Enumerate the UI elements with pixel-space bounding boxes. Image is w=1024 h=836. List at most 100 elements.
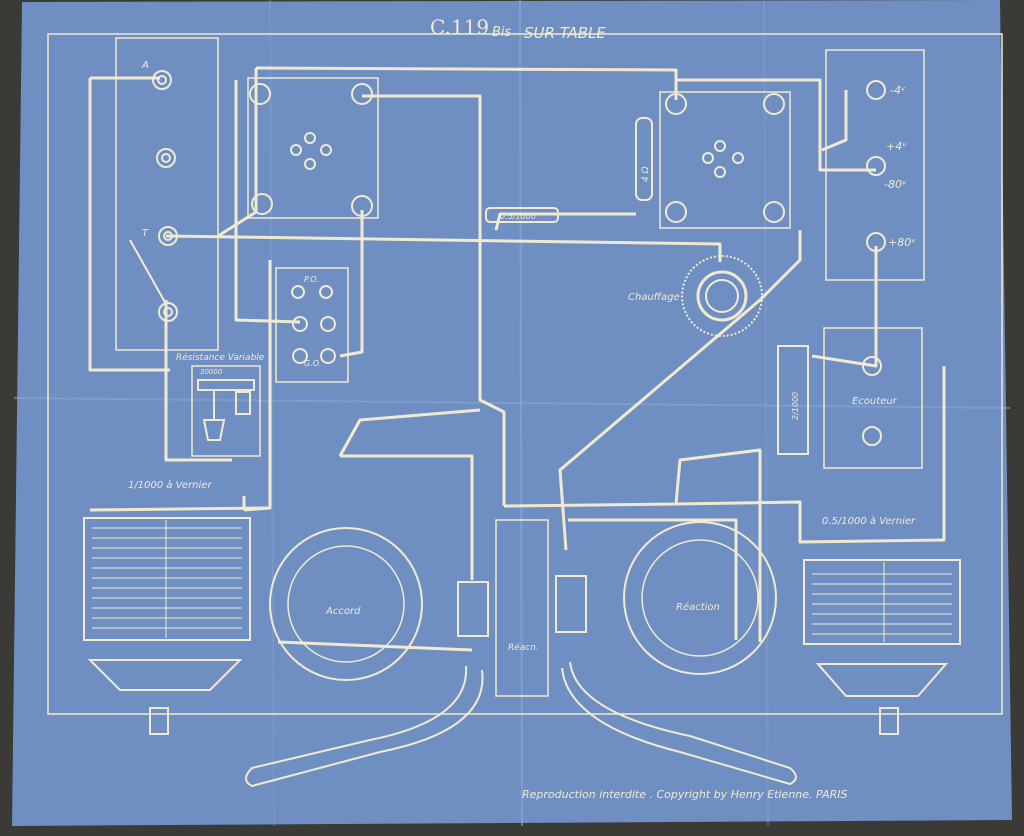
po-terminal-2 [319, 285, 333, 299]
label-po: P.O. [304, 275, 319, 284]
label-cond-small: 2/1000 [791, 392, 800, 420]
wire-accord [340, 454, 474, 580]
chauffage-rheostat [681, 255, 763, 337]
socket-pin-2 [763, 93, 785, 115]
condenser-2-1000 [777, 345, 809, 455]
wire-resistance [164, 300, 232, 462]
mid-condenser [485, 207, 559, 223]
socket-pin-4 [763, 201, 785, 223]
left-condenser-body [83, 517, 251, 641]
tube-socket-board-left [247, 77, 379, 219]
left-variable-condenser [83, 517, 251, 735]
fold-crease-left [269, 0, 275, 827]
resistance-knob[interactable] [202, 419, 226, 441]
socket-hole-2 [702, 152, 714, 164]
wire-top [255, 66, 678, 100]
rheostat-center [705, 279, 739, 313]
socket-hole-3 [320, 144, 332, 156]
terminal-bottom-core [163, 307, 173, 317]
wire-right-top [676, 78, 876, 172]
terminal-plus80[interactable] [866, 232, 886, 252]
socket-pin-1 [665, 93, 687, 115]
wire-center-down [362, 94, 506, 506]
label-plus4: +4ᵛ [886, 140, 907, 153]
accord-coil-outer [269, 527, 423, 681]
ecouteur-terminals [862, 356, 882, 446]
socket-hole-4 [304, 158, 316, 170]
wire-coil-bottom [277, 640, 473, 652]
label-cap-left: 1/1000 à Vernier [128, 479, 212, 491]
label-tube: 4 Ω [641, 166, 651, 182]
label-ecouteur: Ecouteur [852, 396, 898, 407]
label-accord: Accord [325, 606, 361, 617]
socket-pin-4 [351, 195, 373, 217]
terminal-a-core [157, 75, 167, 85]
wire-left-cap [89, 496, 271, 512]
terminal-t[interactable] [158, 226, 178, 246]
po-terminal-4 [320, 316, 336, 332]
label-cond-mid: 0.5/1000 [500, 212, 536, 221]
wire-right-coil [568, 518, 738, 640]
go-terminal-2 [320, 348, 336, 364]
po-terminal-3 [292, 316, 308, 332]
wiring [88, 66, 946, 652]
variable-resistance-box [191, 365, 261, 457]
terminal-bottom[interactable] [158, 302, 178, 322]
accord-coil-handle[interactable] [245, 665, 484, 788]
socket-pin-3 [665, 201, 687, 223]
accord-coil-inner [287, 545, 405, 663]
wire-chauffage [558, 230, 802, 551]
label-minus80: -80ᵛ [884, 178, 907, 191]
label-minus4: -4ᵛ [890, 84, 906, 97]
reaction-coil-outer [623, 521, 777, 675]
label-t: T [142, 228, 149, 239]
terminal-minus4[interactable] [866, 80, 886, 100]
reaction-panel [495, 519, 549, 697]
ecouteur-terminal-1[interactable] [862, 356, 882, 376]
wire-diagonal [338, 408, 481, 457]
po-go-switch-board [275, 267, 349, 383]
wire-t-bus [165, 234, 722, 262]
wire-a [88, 76, 170, 372]
socket-hole-1 [304, 132, 316, 144]
socket-hole-3 [732, 152, 744, 164]
terminal-a[interactable] [152, 70, 172, 90]
label-go: G.O. [304, 359, 321, 368]
blueprint-paper [12, 0, 1012, 826]
resistance-clip [235, 391, 251, 415]
label-resistance-value: 30000 [200, 368, 223, 376]
tube-socket-board-right [659, 91, 791, 229]
terminal-mid-core [161, 153, 171, 163]
left-condenser-knob[interactable] [149, 707, 169, 735]
wire-go [339, 210, 364, 358]
switch-lever [129, 239, 167, 305]
po-go-terminals [291, 285, 336, 364]
right-condenser-knob[interactable] [879, 707, 899, 735]
fold-crease-right [763, 0, 769, 827]
socket-pin-2 [351, 83, 373, 105]
right-condenser-dial[interactable] [815, 663, 949, 697]
right-variable-condenser [803, 559, 961, 735]
left-terminals [129, 70, 178, 322]
left-condenser-dial[interactable] [87, 659, 243, 691]
label-plus80: +80ᵛ [888, 236, 916, 249]
wire-po [234, 80, 301, 324]
terminal-mid[interactable] [156, 148, 176, 168]
terminal-t-core [163, 231, 173, 241]
resistance-screw [197, 379, 255, 441]
right-condenser-body [803, 559, 961, 645]
accord-coil-mount [457, 581, 489, 637]
wire-minus4 [821, 90, 848, 152]
ecouteur-terminal-2[interactable] [862, 426, 882, 446]
rheostat-winding [681, 255, 763, 337]
reaction-coil-handle[interactable] [561, 661, 797, 786]
ecouteur-board [823, 327, 923, 469]
go-terminal-1 [292, 348, 308, 364]
fold-crease-vertical [519, 0, 523, 827]
resistance-bar [197, 379, 255, 391]
rheostat-knob[interactable] [696, 270, 748, 322]
terminal-plus4[interactable] [866, 156, 886, 176]
label-resistance: Résistance Variable [176, 352, 265, 363]
label-reaction-mid: Réacn. [508, 642, 539, 653]
